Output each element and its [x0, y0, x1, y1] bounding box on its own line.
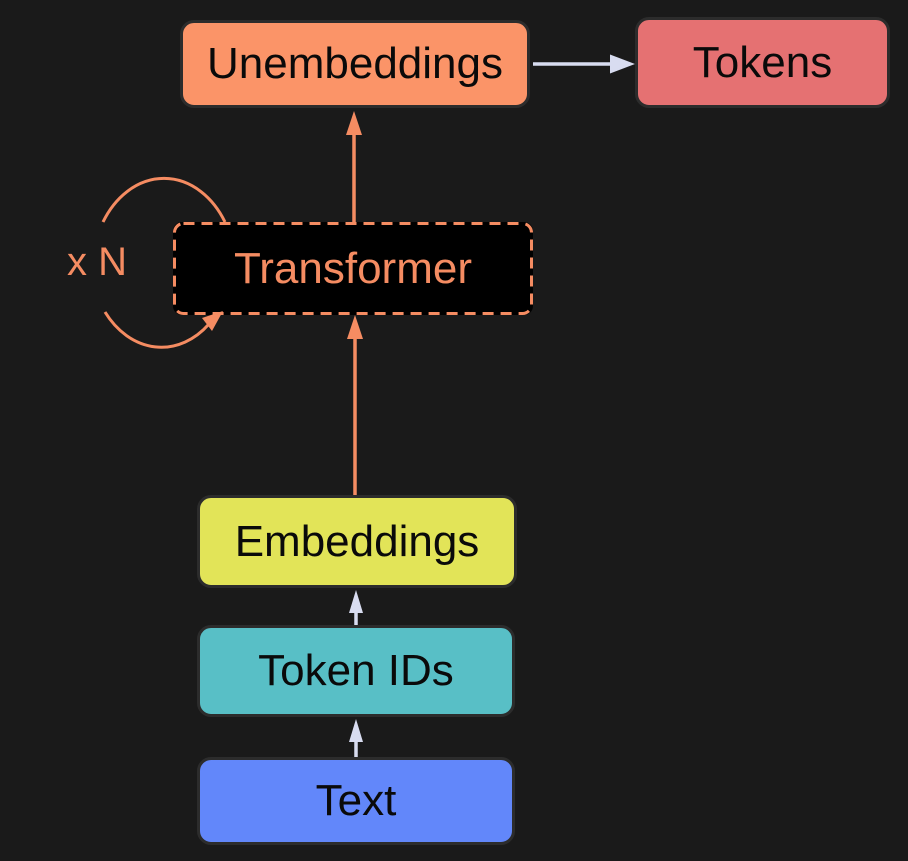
arrowhead-text-to-token-ids: [349, 719, 363, 742]
node-transformer-label: Transformer: [234, 243, 472, 293]
node-text: Text: [197, 757, 515, 845]
node-token-ids-label: Token IDs: [258, 646, 454, 695]
node-embeddings: Embeddings: [197, 495, 517, 588]
loop-arc-bottom: [103, 311, 211, 349]
loop-count-label: x N: [67, 240, 127, 284]
node-unembeddings-label: Unembeddings: [207, 39, 503, 88]
arrowhead-embeddings-to-transformer: [347, 315, 363, 339]
node-text-label: Text: [315, 776, 397, 825]
arrowhead-unembeddings-to-tokens: [610, 54, 635, 74]
node-unembeddings: Unembeddings: [180, 20, 530, 108]
node-embeddings-label: Embeddings: [234, 516, 480, 566]
node-tokens-label: Tokens: [692, 37, 833, 87]
arrowhead-token-ids-to-embeddings: [349, 590, 363, 613]
loop-arc-top: [101, 176, 227, 223]
node-token-ids: Token IDs: [197, 625, 515, 717]
node-tokens: Tokens: [635, 17, 890, 108]
node-transformer: Transformer: [173, 222, 533, 315]
arrowhead-transformer-to-unembeddings: [346, 111, 362, 135]
